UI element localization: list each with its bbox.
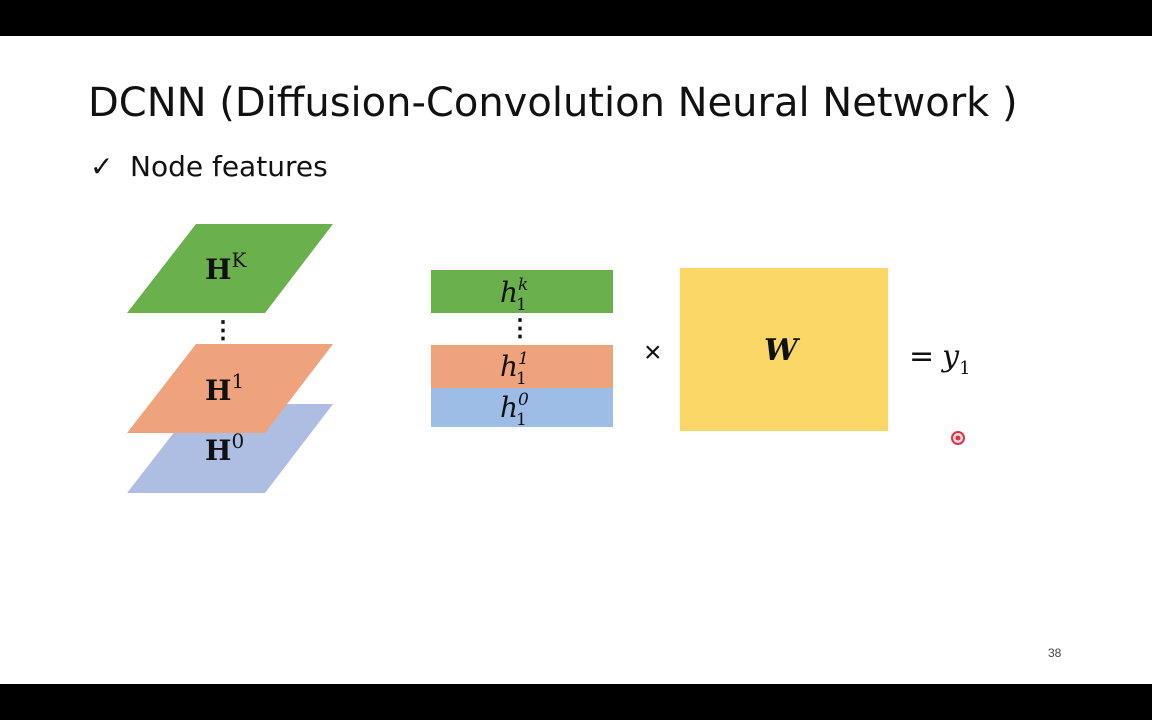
times-sign: × <box>644 336 662 369</box>
weight-matrix <box>680 268 888 431</box>
layer-hk-shape <box>127 224 333 313</box>
vector-row-h0 <box>431 388 613 427</box>
check-icon: ✓ <box>90 150 114 183</box>
vector-ellipsis: ⋮ <box>508 315 532 342</box>
cursor-dot <box>951 431 965 445</box>
layer-h1-label: H1 <box>205 369 244 407</box>
slide: DCNN (Diffusion-Convolution Neural Netwo… <box>0 36 1152 684</box>
layer-h0-label: H0 <box>205 429 244 467</box>
layer-h0-shape <box>127 404 333 493</box>
weight-label: W <box>764 333 801 368</box>
slide-title: DCNN (Diffusion-Convolution Neural Netwo… <box>88 80 1018 126</box>
vector-row-hk <box>431 270 613 313</box>
bullet-item: ✓ Node features <box>90 150 328 183</box>
layer-ellipsis: ⋮ <box>211 317 235 344</box>
layer-hk-label: HK <box>205 248 247 286</box>
layer-h1-shape <box>127 344 333 433</box>
page-number: 38 <box>1048 646 1062 660</box>
vector-row-h1 <box>431 345 613 388</box>
result-label: =y1 <box>909 339 971 379</box>
bullet-text: Node features <box>130 150 328 183</box>
